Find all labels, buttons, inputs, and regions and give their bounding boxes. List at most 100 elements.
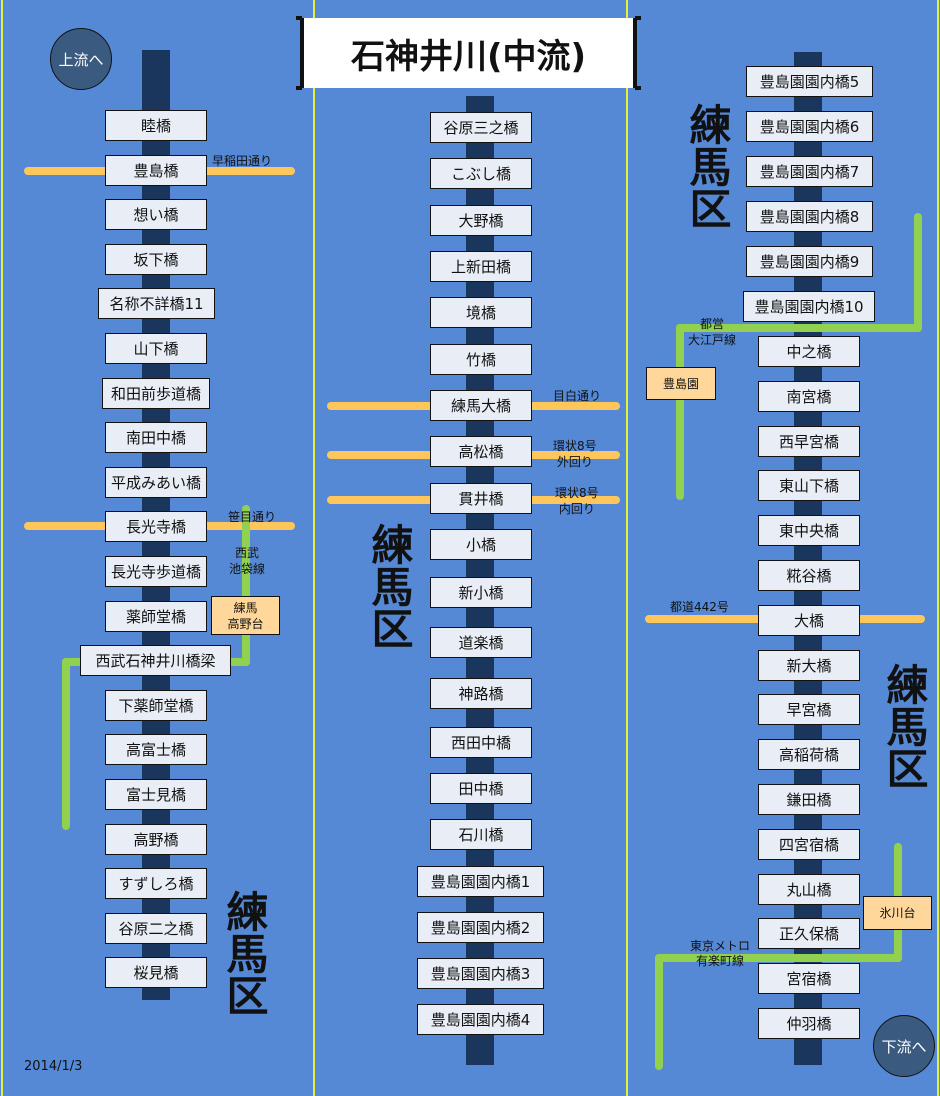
- road-label-kanpachi-inner: 環状8号内回り: [555, 485, 599, 517]
- bridge-middle[interactable]: 谷原三之橋: [430, 112, 532, 143]
- station-nerima-takanodai[interactable]: 練馬高野台: [211, 596, 280, 635]
- bridge-middle[interactable]: 新小橋: [430, 577, 532, 608]
- station-hikawadai[interactable]: 氷川台: [863, 896, 932, 930]
- label-line: 池袋線: [229, 562, 266, 576]
- line-label-yurakucho: 東京メトロ有楽町線: [690, 939, 750, 969]
- bridge-left[interactable]: 豊島橋: [105, 155, 207, 186]
- bridge-left[interactable]: 西武石神井川橋梁: [80, 645, 231, 676]
- bridge-left[interactable]: 南田中橋: [105, 422, 207, 453]
- bridge-right[interactable]: 南宮橋: [758, 381, 860, 412]
- bridge-right[interactable]: 鎌田橋: [758, 784, 860, 815]
- upstream-button[interactable]: 上流へ: [50, 28, 112, 90]
- bridge-middle[interactable]: 高松橋: [430, 436, 532, 467]
- bridge-middle[interactable]: 石川橋: [430, 819, 532, 850]
- bridge-middle[interactable]: 豊島園園内橋4: [417, 1004, 544, 1035]
- bridge-right[interactable]: 新大橋: [758, 650, 860, 681]
- bridge-right[interactable]: 正久保橋: [758, 918, 860, 949]
- rail-oedo-v2: [676, 324, 684, 500]
- label-line: 練馬: [233, 600, 258, 615]
- bridge-right[interactable]: 豊島園園内橋9: [746, 246, 873, 277]
- label-line: 西武: [235, 546, 260, 560]
- bridge-right[interactable]: 豊島園園内橋8: [746, 201, 873, 232]
- bridge-right[interactable]: 四宮宿橋: [758, 829, 860, 860]
- downstream-button[interactable]: 下流へ: [873, 1015, 935, 1077]
- bridge-right[interactable]: 宮宿橋: [758, 963, 860, 994]
- bridge-left[interactable]: 和田前歩道橋: [102, 378, 210, 409]
- column-divider-2: [626, 0, 628, 1096]
- label-line: 外回り: [556, 455, 593, 469]
- bridge-left[interactable]: 桜見橋: [105, 957, 207, 988]
- bridge-middle[interactable]: 大野橋: [430, 205, 532, 236]
- ward-label-right-bottom: 練馬区: [880, 663, 929, 789]
- label-line: 環状8号: [553, 439, 597, 453]
- bridge-middle[interactable]: 道楽橋: [430, 627, 532, 658]
- bridge-middle[interactable]: 豊島園園内橋1: [417, 866, 544, 897]
- bridge-left[interactable]: 想い橋: [105, 199, 207, 230]
- bridge-middle[interactable]: 小橋: [430, 529, 532, 560]
- bridge-right[interactable]: 高稲荷橋: [758, 739, 860, 770]
- border-right: [937, 0, 939, 1096]
- label-line: 内回り: [558, 502, 595, 516]
- bridge-right[interactable]: 豊島園園内橋10: [743, 291, 875, 322]
- border-left: [1, 0, 3, 1096]
- bridge-middle[interactable]: こぶし橋: [430, 158, 532, 189]
- rail-yurakucho-h: [655, 954, 902, 962]
- bridge-left[interactable]: 山下橋: [105, 333, 207, 364]
- bridge-right[interactable]: 豊島園園内橋5: [746, 66, 873, 97]
- bridge-left[interactable]: 高野橋: [105, 824, 207, 855]
- road-label-kanpachi-outer: 環状8号外回り: [553, 438, 597, 470]
- bridge-middle[interactable]: 貫井橋: [430, 483, 532, 514]
- bridge-right[interactable]: 東中央橋: [758, 515, 860, 546]
- bridge-left[interactable]: 長光寺橋: [105, 511, 207, 542]
- rail-yurakucho-v2: [655, 954, 663, 1070]
- label-line: 有楽町線: [696, 954, 745, 968]
- bridge-middle[interactable]: 田中橋: [430, 773, 532, 804]
- line-label-oedo: 都営大江戸線: [688, 316, 736, 348]
- bridge-right[interactable]: 丸山橋: [758, 874, 860, 905]
- bridge-middle[interactable]: 西田中橋: [430, 727, 532, 758]
- ward-label-right-top: 練馬区: [683, 103, 732, 229]
- road-label-sasame: 笹目通り: [228, 510, 277, 524]
- column-divider-1: [313, 0, 315, 1096]
- ward-label-left: 練馬区: [220, 890, 269, 1016]
- bridge-right[interactable]: 糀谷橋: [758, 560, 860, 591]
- bridge-middle[interactable]: 豊島園園内橋3: [417, 958, 544, 989]
- bridge-left[interactable]: 名称不詳橋11: [98, 288, 215, 319]
- label-line: 環状8号: [555, 486, 599, 500]
- bridge-left[interactable]: 富士見橋: [105, 779, 207, 810]
- bridge-left[interactable]: 薬師堂橋: [105, 601, 207, 632]
- bridge-left[interactable]: 坂下橋: [105, 244, 207, 275]
- page-title: 石神井川(中流): [296, 16, 641, 90]
- label-line: 大江戸線: [688, 333, 737, 347]
- road-label-waseda: 早稲田通り: [212, 154, 273, 168]
- rail-oedo-h: [676, 324, 922, 332]
- bridge-middle[interactable]: 上新田橋: [430, 251, 532, 282]
- bridge-middle[interactable]: 境橋: [430, 297, 532, 328]
- road-label-todo442: 都道442号: [670, 600, 729, 614]
- bridge-middle[interactable]: 豊島園園内橋2: [417, 912, 544, 943]
- bridge-left[interactable]: 睦橋: [105, 110, 207, 141]
- bridge-middle[interactable]: 練馬大橋: [430, 390, 532, 421]
- bridge-left[interactable]: 長光寺歩道橋: [105, 556, 207, 587]
- bridge-right[interactable]: 西早宮橋: [758, 426, 860, 457]
- bridge-right[interactable]: 大橋: [758, 605, 860, 636]
- bridge-left[interactable]: すずしろ橋: [105, 868, 207, 899]
- bridge-right[interactable]: 仲羽橋: [758, 1008, 860, 1039]
- label-line: 都営: [700, 317, 725, 331]
- bridge-left[interactable]: 平成みあい橋: [105, 467, 207, 498]
- bridge-left[interactable]: 高富士橋: [105, 734, 207, 765]
- bridge-middle[interactable]: 竹橋: [430, 344, 532, 375]
- bridge-right[interactable]: 豊島園園内橋7: [746, 156, 873, 187]
- station-toshimaen[interactable]: 豊島園: [646, 367, 716, 400]
- bridge-right[interactable]: 東山下橋: [758, 470, 860, 501]
- bridge-right[interactable]: 早宮橋: [758, 694, 860, 725]
- date-label: 2014/1/3: [24, 1059, 83, 1074]
- bridge-right[interactable]: 中之橋: [758, 336, 860, 367]
- bridge-left[interactable]: 谷原二之橋: [105, 913, 207, 944]
- bridge-left[interactable]: 下薬師堂橋: [105, 690, 207, 721]
- bridge-right[interactable]: 豊島園園内橋6: [746, 111, 873, 142]
- bridge-middle[interactable]: 神路橋: [430, 678, 532, 709]
- label-line: 東京メトロ: [690, 939, 751, 953]
- ward-label-middle: 練馬区: [365, 523, 414, 649]
- road-label-mejiro: 目白通り: [553, 389, 602, 403]
